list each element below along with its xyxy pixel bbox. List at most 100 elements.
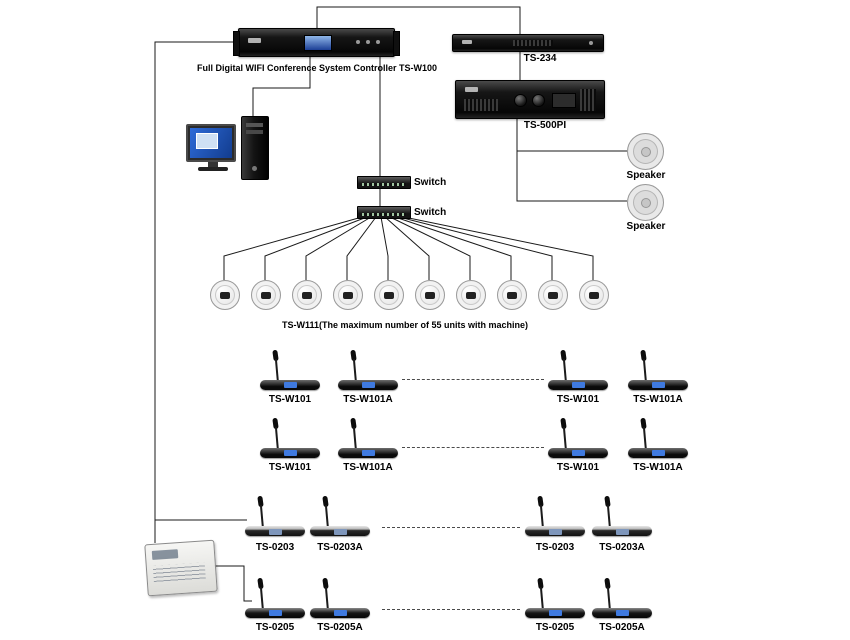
- mic-ts-w101: [260, 417, 320, 458]
- mic-ts-0205: [525, 577, 585, 618]
- computer-tower: [241, 116, 269, 180]
- continuation-dashes: [402, 379, 544, 380]
- mic-screen: [652, 382, 665, 388]
- controller-unit: [233, 28, 400, 57]
- mic-label: TS-0205A: [317, 622, 363, 633]
- mic-base: [548, 380, 608, 390]
- mic-base: [592, 608, 652, 618]
- knob-icon: [356, 40, 360, 44]
- mic-base: [260, 380, 320, 390]
- mic-ts-0203a: [310, 495, 370, 536]
- mic-label: TS-0205A: [599, 622, 645, 633]
- wire: [214, 565, 252, 602]
- amp-display: [552, 93, 576, 108]
- mic-base: [245, 526, 305, 536]
- drive-bay: [246, 130, 263, 134]
- ceiling-unit: [415, 280, 445, 310]
- mic-screen: [334, 610, 347, 616]
- wire: [398, 216, 553, 280]
- ts234-unit: [452, 34, 604, 52]
- mic-screen: [284, 382, 297, 388]
- speaker-top-label: Speaker: [626, 170, 666, 181]
- mic-screen: [549, 529, 562, 535]
- wire: [516, 117, 627, 202]
- volume-knob-icon: [532, 94, 545, 107]
- ceiling-units-caption: TS-W111(The maximum number of 55 units w…: [281, 320, 529, 330]
- mic-screen: [362, 382, 375, 388]
- mic-label: TS-0203A: [317, 542, 363, 553]
- wire: [252, 55, 311, 116]
- mic-label: TS-0203: [535, 542, 575, 553]
- brand-logo: [248, 38, 261, 43]
- mic-base: [548, 448, 608, 458]
- psu-label-plate: [151, 549, 179, 560]
- mic-base: [245, 608, 305, 618]
- speaker-bottom-label: Speaker: [626, 221, 666, 232]
- vent-grille: [464, 99, 498, 111]
- mic-screen: [269, 529, 282, 535]
- mic-screen: [362, 450, 375, 456]
- speaker-bottom: [627, 184, 664, 221]
- mic-label: TS-W101A: [633, 462, 683, 473]
- mic-label: TS-W101: [268, 394, 312, 405]
- mic-screen: [572, 450, 585, 456]
- mic-label: TS-W101A: [343, 462, 393, 473]
- controller-lcd: [303, 35, 332, 51]
- mic-label: TS-W101: [556, 462, 600, 473]
- switch-ports: [362, 213, 406, 216]
- speaker-top: [627, 133, 664, 170]
- brand-logo: [462, 40, 472, 44]
- wire: [403, 216, 594, 280]
- wire: [316, 6, 521, 34]
- mic-ts-0205a: [592, 577, 652, 618]
- mic-label: TS-0205: [255, 622, 295, 633]
- mic-base: [338, 380, 398, 390]
- mic-label: TS-W101: [268, 462, 312, 473]
- mic-label: TS-0203: [255, 542, 295, 553]
- ceiling-unit: [210, 280, 240, 310]
- ceiling-unit: [333, 280, 363, 310]
- mic-ts-w101: [548, 349, 608, 390]
- knob-icon: [366, 40, 370, 44]
- mic-label: TS-W101A: [343, 394, 393, 405]
- vent-grille: [513, 40, 553, 46]
- mic-ts-w101a: [338, 417, 398, 458]
- mic-base: [525, 526, 585, 536]
- ts234-label: TS-234: [523, 53, 557, 64]
- wire: [384, 216, 430, 280]
- mic-base: [310, 608, 370, 618]
- mic-ts-0203: [525, 495, 585, 536]
- mic-ts-w101a: [628, 349, 688, 390]
- ceiling-unit: [497, 280, 527, 310]
- mic-ts-0205a: [310, 577, 370, 618]
- knob-icon: [589, 41, 593, 45]
- ceiling-unit: [538, 280, 568, 310]
- ceiling-unit: [374, 280, 404, 310]
- monitor-window: [196, 133, 218, 149]
- mic-label: TS-W101: [556, 394, 600, 405]
- mic-base: [628, 448, 688, 458]
- knob-icon: [376, 40, 380, 44]
- mic-base: [310, 526, 370, 536]
- switch-2-label: Switch: [414, 207, 447, 218]
- mic-screen: [616, 529, 629, 535]
- ts500pi-label: TS-500PI: [523, 120, 567, 131]
- monitor-stand-base: [198, 167, 228, 171]
- mic-screen: [334, 529, 347, 535]
- monitor-screen: [190, 128, 232, 158]
- mic-ts-0203: [245, 495, 305, 536]
- vent-grille: [580, 89, 596, 111]
- mic-label: TS-0203A: [599, 542, 645, 553]
- power-supply-box: [144, 539, 218, 597]
- network-switch-1: [357, 176, 411, 189]
- mic-ts-w101a: [338, 349, 398, 390]
- wire: [380, 216, 389, 280]
- rack-ear: [393, 31, 400, 56]
- continuation-dashes: [382, 527, 520, 528]
- wire: [305, 216, 372, 280]
- mic-screen: [652, 450, 665, 456]
- mic-screen: [616, 610, 629, 616]
- ceiling-unit: [456, 280, 486, 310]
